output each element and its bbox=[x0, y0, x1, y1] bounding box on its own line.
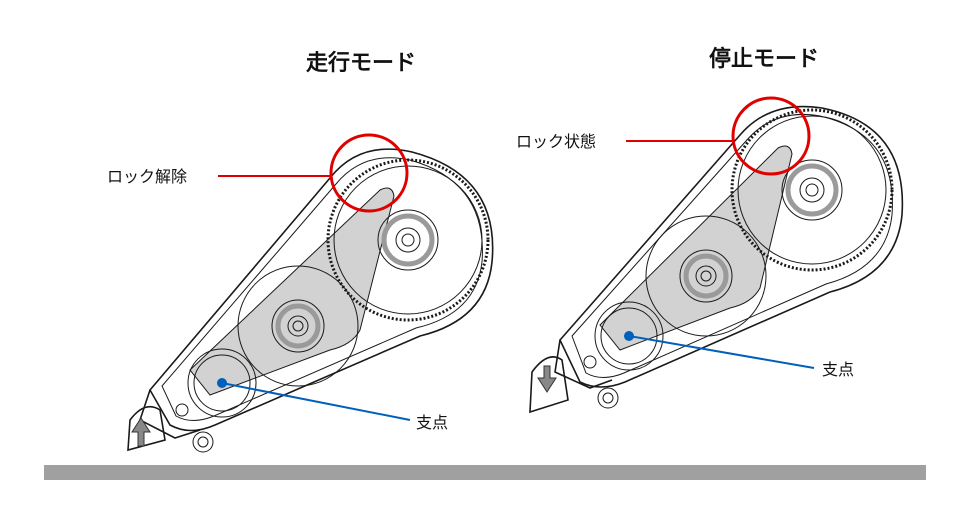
lock-release-circle bbox=[329, 133, 409, 213]
left-lock-label: ロック解除 bbox=[107, 167, 187, 186]
right-device bbox=[529, 105, 904, 414]
right-title: 停止モード bbox=[709, 46, 819, 72]
right-pivot-label: 支点 bbox=[822, 360, 854, 379]
down-arrow-icon bbox=[537, 365, 557, 393]
ground-bar bbox=[44, 465, 926, 480]
up-arrow-icon bbox=[131, 417, 151, 447]
lock-state-circle bbox=[731, 96, 811, 176]
left-title: 走行モード bbox=[306, 50, 416, 76]
left-device bbox=[127, 148, 494, 453]
left-pivot-label: 支点 bbox=[416, 413, 448, 432]
right-lock-label: ロック状態 bbox=[516, 132, 596, 151]
